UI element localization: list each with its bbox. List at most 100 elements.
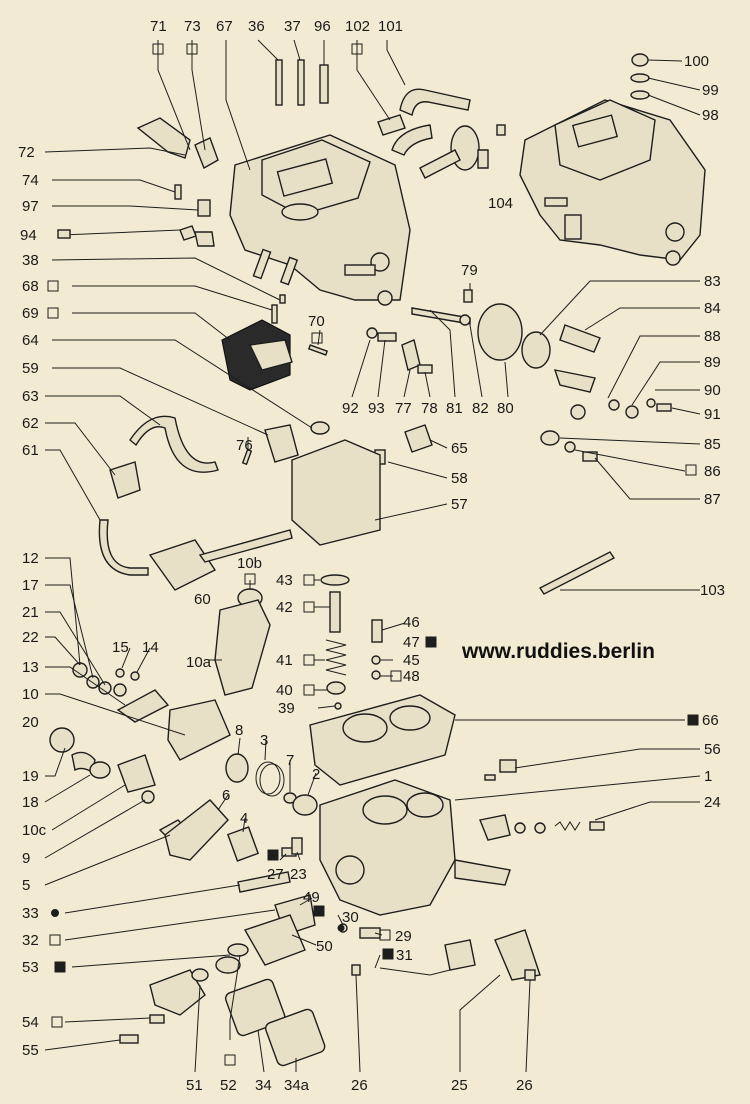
lever-10a: [214, 599, 271, 696]
screw-24: [589, 821, 605, 831]
carburettor-lower-body-1: [319, 779, 511, 916]
callout-22: 22: [22, 629, 39, 646]
callout-39: 39: [278, 700, 295, 717]
lever-6: [164, 799, 229, 861]
callout-10a: 10a: [186, 654, 212, 671]
disc-80: [477, 303, 523, 361]
spring-51: [191, 968, 209, 982]
callout-4: 4: [240, 810, 248, 827]
callout-19: 19: [22, 768, 39, 785]
gasket-66-hole2: [389, 705, 431, 731]
callout-37: 37: [284, 18, 301, 35]
screw-26a: [351, 964, 361, 976]
lever-89: [553, 369, 596, 393]
washer-88: [608, 399, 620, 411]
callout-56: 56: [704, 741, 721, 758]
carburettor-top-left: [229, 134, 411, 306]
callout-42: 42: [276, 599, 293, 616]
terminal-94b: [179, 225, 197, 241]
shaft-81: [411, 307, 471, 325]
screw-15: [115, 668, 125, 678]
elbow-65: [404, 424, 433, 453]
lever-10c: [117, 754, 156, 793]
marker-71: [152, 43, 164, 55]
clip-94: [194, 231, 215, 247]
callout-78: 78: [421, 400, 438, 417]
marker-102: [351, 43, 363, 55]
spring-24: [554, 821, 581, 831]
lever-72: [136, 117, 191, 159]
marker-47-solid: [425, 636, 437, 648]
marker-53-solid: [54, 961, 66, 973]
callout-3: 3: [260, 732, 268, 749]
spring-3: [255, 761, 285, 797]
screw-96: [319, 64, 329, 104]
callout-97: 97: [22, 198, 39, 215]
callout-40: 40: [276, 682, 293, 699]
marker-48: [390, 670, 402, 682]
callout-51: 51: [186, 1077, 203, 1094]
cone-83: [521, 331, 551, 369]
callout-63: 63: [22, 388, 39, 405]
vacuum-unit-60: [148, 529, 293, 591]
washer-24a: [514, 822, 526, 834]
callout-33: 33: [22, 905, 39, 922]
callout-96: 96: [314, 18, 331, 35]
screw-55: [119, 1034, 139, 1044]
housing-54: [149, 969, 206, 1016]
callout-80: 80: [497, 400, 514, 417]
carburettor-top-right: [519, 99, 706, 266]
connector-31: [444, 939, 476, 971]
callout-8: 8: [235, 722, 243, 739]
screw-26b: [524, 969, 536, 981]
callout-12: 12: [22, 550, 39, 567]
callout-10b: 10b: [237, 555, 262, 572]
callout-27: 27: [267, 866, 284, 883]
washer-98: [630, 90, 650, 100]
callout-87: 87: [704, 491, 721, 508]
callout-20: 20: [22, 714, 39, 731]
callout-52: 52: [220, 1077, 237, 1094]
pin-79: [463, 289, 473, 303]
callout-24: 24: [704, 794, 721, 811]
callout-104: 104: [488, 195, 513, 212]
washer-92: [366, 327, 378, 339]
callout-36: 36: [248, 18, 265, 35]
callout-46: 46: [403, 614, 420, 631]
ring-40: [326, 681, 346, 695]
ring-18: [89, 761, 111, 779]
diaphragm-53: [215, 956, 241, 974]
cover-50: [243, 914, 306, 966]
screw-74: [174, 184, 182, 200]
callout-15: 15: [112, 639, 129, 656]
screw-78: [417, 364, 433, 374]
marker-73: [186, 43, 198, 55]
screw-37: [297, 59, 305, 106]
callout-68: 68: [22, 278, 39, 295]
callout-62: 62: [22, 415, 39, 432]
gasket-66: [309, 694, 456, 786]
watermark-text: www.ruddies.berlin: [461, 640, 655, 663]
callout-89: 89: [704, 354, 721, 371]
callout-48: 48: [403, 668, 420, 685]
marker-10b: [244, 573, 256, 585]
callout-94: 94: [20, 227, 37, 244]
callout-102: 102: [345, 18, 370, 35]
callout-77: 77: [395, 400, 412, 417]
callout-83: 83: [704, 273, 721, 290]
callout-66: 66: [702, 712, 719, 729]
washer-43: [320, 574, 350, 586]
callout-18: 18: [22, 794, 39, 811]
callout-50: 50: [316, 938, 333, 955]
marker-43: [303, 574, 315, 586]
nozzle-46: [371, 619, 383, 643]
pin-76: [241, 448, 253, 466]
callout-76: 76: [236, 437, 253, 454]
callout-26-right: 26: [516, 1077, 533, 1094]
washer-86: [564, 441, 576, 453]
hose-63: [129, 415, 219, 473]
marker-27-solid: [267, 849, 279, 861]
washer-82: [459, 314, 471, 326]
